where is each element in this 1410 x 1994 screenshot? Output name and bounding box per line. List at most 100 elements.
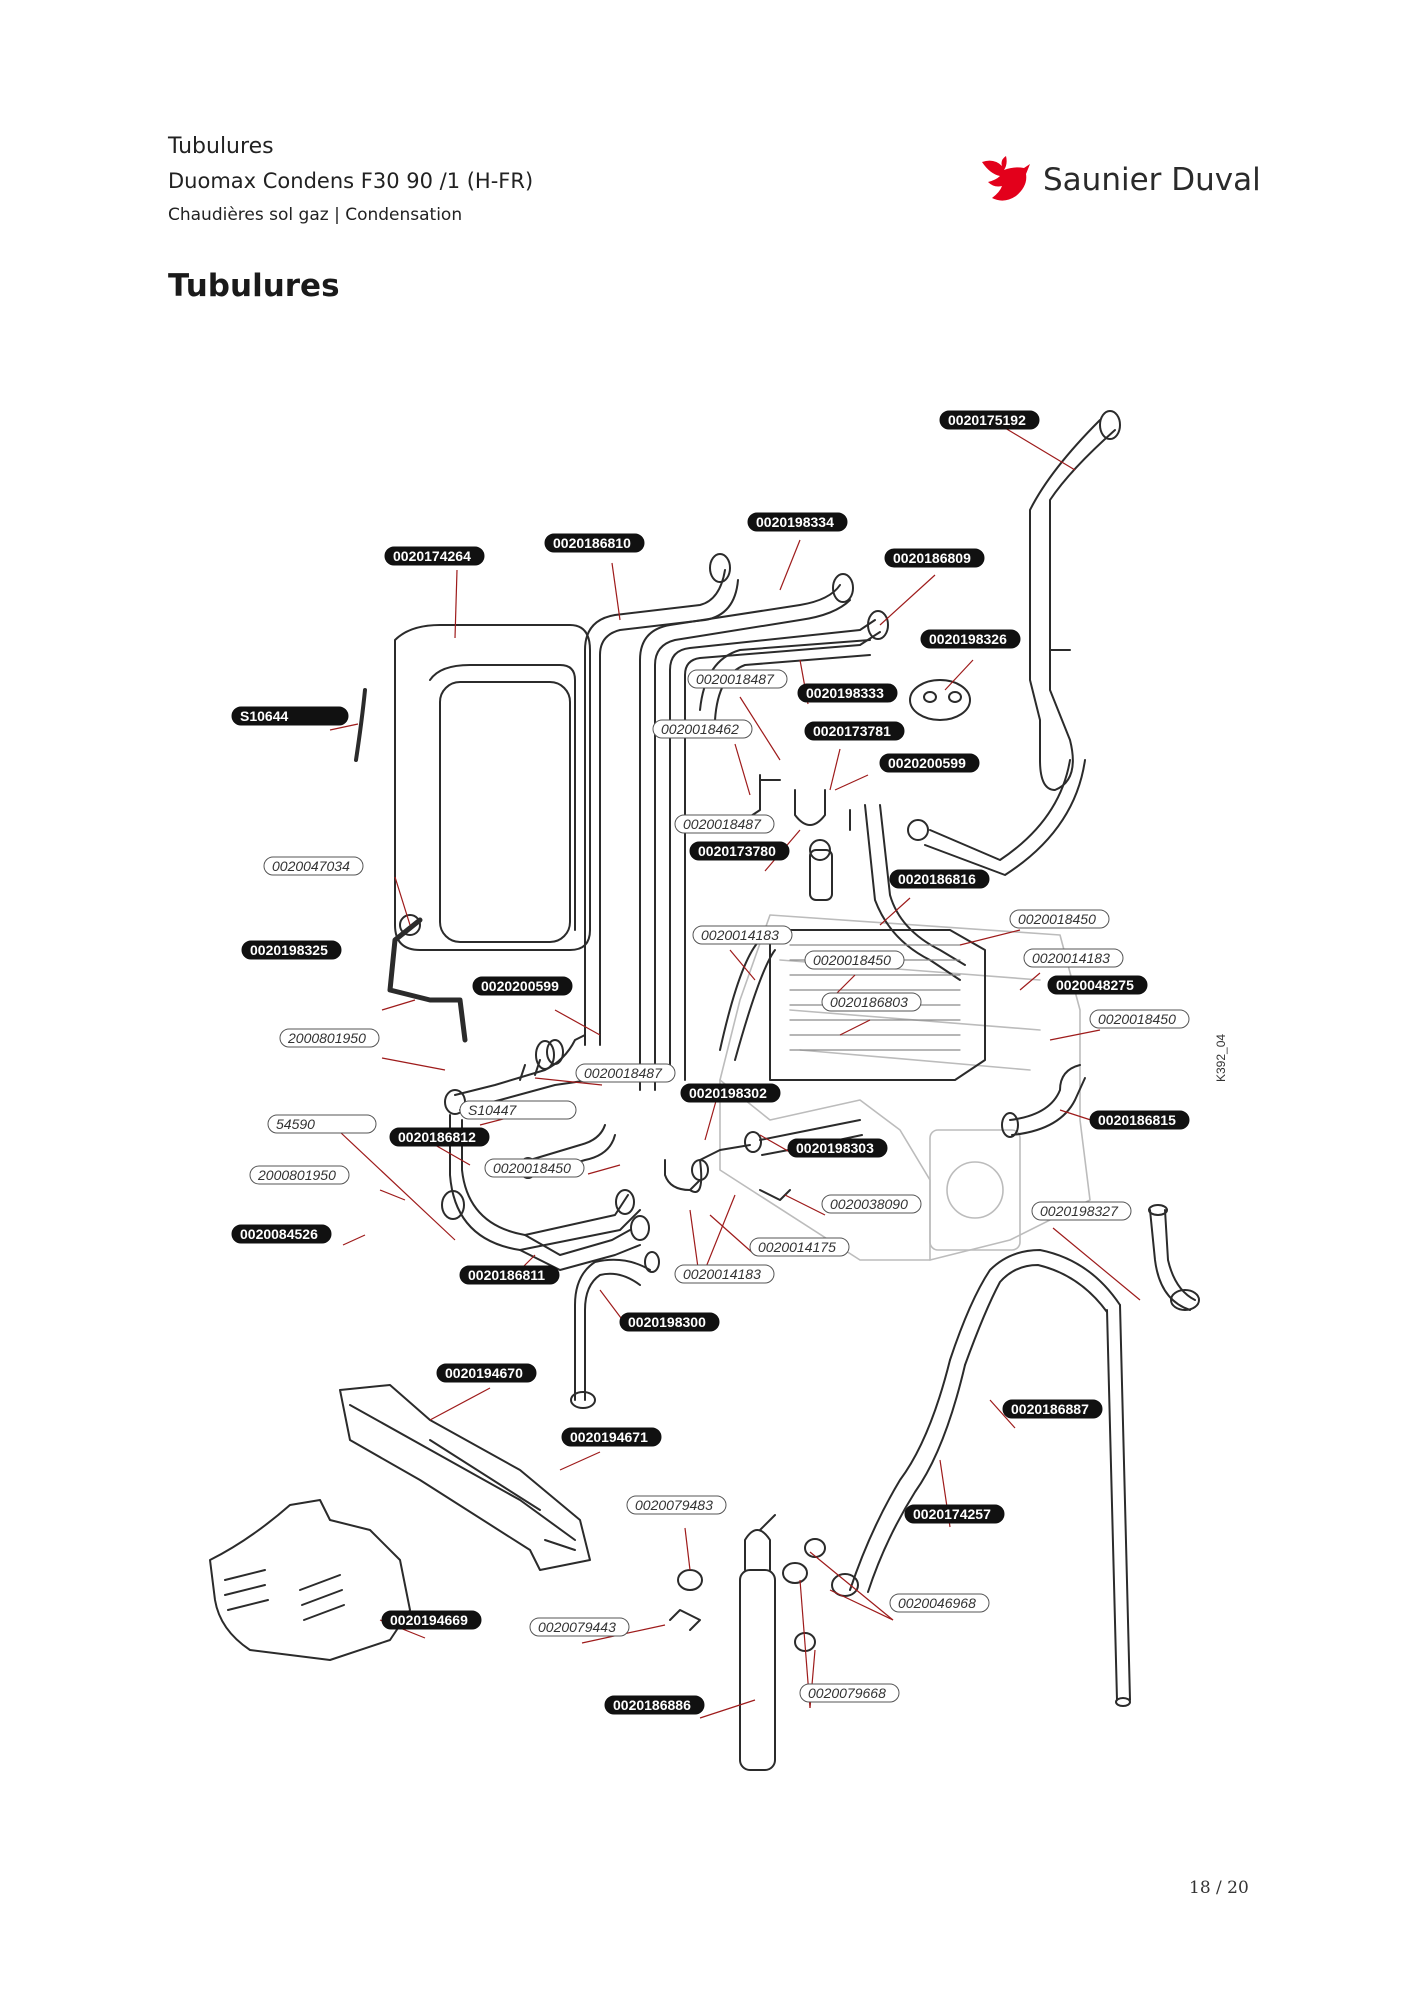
callout-text: 0020186809 bbox=[893, 550, 971, 566]
callout-box bbox=[384, 546, 485, 566]
callout-0020014183: 0020014183 bbox=[674, 1264, 775, 1284]
callout-0020079668: 0020079668 bbox=[799, 1683, 900, 1703]
callout-0020173781: 0020173781 bbox=[804, 721, 905, 741]
callout-box bbox=[389, 1127, 490, 1147]
callout-text: 0020186887 bbox=[1011, 1401, 1089, 1417]
pipe-0020186816 bbox=[864, 804, 961, 981]
callout-box bbox=[889, 869, 990, 889]
callout-box bbox=[381, 1610, 482, 1630]
callout-text: 0020194671 bbox=[570, 1429, 648, 1445]
callout-0020174257: 0020174257 bbox=[904, 1504, 1005, 1524]
callout-box bbox=[749, 1237, 850, 1257]
callout-text: 0020018450 bbox=[1098, 1011, 1176, 1027]
callout-box bbox=[1009, 909, 1110, 929]
callout-text: 0020048275 bbox=[1056, 977, 1134, 993]
brand-name: Saunier Duval bbox=[1043, 162, 1261, 198]
callout-0020046968: 0020046968 bbox=[889, 1593, 990, 1613]
callout-0020198326: 0020198326 bbox=[920, 629, 1021, 649]
callout-box bbox=[747, 512, 848, 532]
callout-0020018450: 0020018450 bbox=[1089, 1009, 1190, 1029]
callout-box bbox=[652, 719, 753, 739]
callout-S10644: S10644 bbox=[231, 706, 349, 726]
callout-0020198325: 0020198325 bbox=[241, 940, 342, 960]
callout-0020014183: 0020014183 bbox=[1023, 948, 1124, 968]
product-model: Duomax Condens F30 90 /1 (H-FR) bbox=[168, 169, 534, 193]
callout-box bbox=[436, 1363, 537, 1383]
callout-text: 0020018450 bbox=[493, 1160, 571, 1176]
callout-box bbox=[804, 721, 905, 741]
callout-text: 0020175192 bbox=[948, 412, 1026, 428]
callout-text: 2000801950 bbox=[287, 1030, 366, 1046]
callout-text: 0020018487 bbox=[584, 1065, 663, 1081]
callout-box bbox=[279, 1028, 380, 1048]
callout-text: 0020018487 bbox=[696, 671, 775, 687]
callout-text: 0020079483 bbox=[635, 1497, 713, 1513]
callout-box bbox=[939, 410, 1040, 430]
callout-0020048275: 0020048275 bbox=[1047, 975, 1148, 995]
callout-text: 0020194669 bbox=[390, 1612, 468, 1628]
callout-text: 0020198333 bbox=[806, 685, 884, 701]
pipe-0020198302 bbox=[664, 1131, 762, 1193]
callout-0020194671: 0020194671 bbox=[561, 1427, 662, 1447]
diagram-artwork bbox=[209, 410, 1200, 1771]
callout-box bbox=[1002, 1399, 1103, 1419]
callout-0020038090: 0020038090 bbox=[821, 1194, 922, 1214]
callout-box bbox=[904, 1504, 1005, 1524]
callout-box bbox=[561, 1427, 662, 1447]
pipe-s10644 bbox=[354, 688, 367, 762]
central-fittings bbox=[744, 774, 851, 901]
pipe-0020186811 bbox=[441, 1114, 650, 1271]
callout-box bbox=[619, 1312, 720, 1332]
callout-box bbox=[787, 1138, 888, 1158]
callout-text: 2000801950 bbox=[257, 1167, 336, 1183]
callout-text: 0020047034 bbox=[272, 858, 350, 874]
callout-text: 0020173780 bbox=[698, 843, 776, 859]
callout-0020198334: 0020198334 bbox=[747, 512, 848, 532]
callout-box bbox=[799, 1683, 900, 1703]
callout-box bbox=[687, 669, 788, 689]
callout-text: 0020018450 bbox=[813, 952, 891, 968]
callout-text: 0020186810 bbox=[553, 535, 631, 551]
red-bird-icon bbox=[982, 156, 1030, 201]
callout-0020018450: 0020018450 bbox=[1009, 909, 1110, 929]
callout-0020079483: 0020079483 bbox=[626, 1495, 727, 1515]
callout-box bbox=[1031, 1201, 1132, 1221]
brand-logo: Saunier Duval bbox=[980, 156, 1261, 208]
callout-box bbox=[821, 1194, 922, 1214]
callout-0020198300: 0020198300 bbox=[619, 1312, 720, 1332]
callout-box bbox=[821, 992, 922, 1012]
callout-text: 0020198334 bbox=[756, 514, 834, 530]
page-number: 18 / 20 bbox=[1189, 1878, 1249, 1898]
callout-box bbox=[544, 533, 645, 553]
callout-box bbox=[1023, 948, 1124, 968]
callout-box bbox=[674, 814, 775, 834]
callout-2000801950: 2000801950 bbox=[249, 1165, 350, 1185]
callout-box bbox=[249, 1165, 350, 1185]
callout-text: 0020038090 bbox=[830, 1196, 908, 1212]
callout-text: 0020186803 bbox=[830, 994, 908, 1010]
callout-text: 0020018462 bbox=[661, 721, 739, 737]
callout-text: 0020014183 bbox=[1032, 950, 1110, 966]
callout-0020186887: 0020186887 bbox=[1002, 1399, 1103, 1419]
callout-box bbox=[674, 1264, 775, 1284]
callout-text: 0020014183 bbox=[683, 1266, 761, 1282]
callout-0020174264: 0020174264 bbox=[384, 546, 485, 566]
callout-0020186812: 0020186812 bbox=[389, 1127, 490, 1147]
callout-text: 0020186816 bbox=[898, 871, 976, 887]
callout-text: 0020014183 bbox=[701, 927, 779, 943]
callout-0020079443: 0020079443 bbox=[529, 1617, 630, 1637]
callout-0020018462: 0020018462 bbox=[652, 719, 753, 739]
callout-0020200599: 0020200599 bbox=[472, 976, 573, 996]
pipe-0020186810 bbox=[584, 569, 739, 1046]
siphon-0020186886 bbox=[739, 1514, 776, 1771]
callout-0020014175: 0020014175 bbox=[749, 1237, 850, 1257]
callout-box bbox=[459, 1100, 577, 1120]
callout-text: 0020173781 bbox=[813, 723, 891, 739]
callout-box bbox=[804, 950, 905, 970]
callout-box bbox=[680, 1083, 781, 1103]
callout-box bbox=[879, 753, 980, 773]
callout-text: 0020018450 bbox=[1018, 911, 1096, 927]
pipe-0020198327 bbox=[1148, 1204, 1200, 1311]
left-circulation-pipes bbox=[444, 1034, 591, 1115]
